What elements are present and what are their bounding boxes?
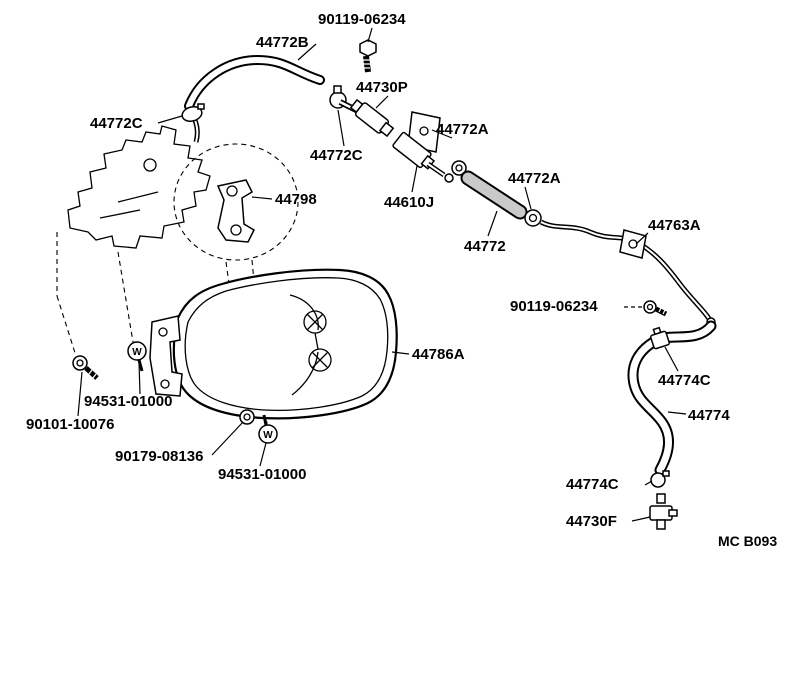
part-label-44730p: 44730P [356, 79, 408, 96]
hose-44772 [460, 170, 528, 220]
hose-44774 [627, 320, 717, 476]
part-label-44730f: 44730F [566, 513, 617, 530]
cover-rib-detail-bottom [308, 348, 332, 372]
part-label-44610j: 44610J [384, 194, 434, 211]
pipe-bracket [619, 229, 647, 259]
bolt-90119-06234-top [359, 39, 377, 73]
hose-44772b [184, 54, 325, 111]
fitting-44730p [349, 98, 395, 138]
part-label-44772b: 44772B [256, 34, 309, 51]
part-label-44774: 44774 [688, 407, 730, 424]
part-label-90119-06234-top: 90119-06234 [318, 11, 406, 28]
part-label-44772: 44772 [464, 238, 506, 255]
part-label-94531-01000-right: 94531-01000 [218, 466, 306, 483]
part-label-90119-06234-right: 90119-06234 [510, 298, 598, 315]
diagram-code: MC B093 [718, 533, 777, 549]
part-label-44763a: 44763A [648, 217, 701, 234]
part-label-90179-08136: 90179-08136 [115, 448, 203, 465]
valve-44730f [649, 493, 678, 530]
clamp-44772a-lower [524, 209, 542, 227]
ring-grommet [451, 160, 467, 176]
part-label-44772a-lower: 44772A [508, 170, 561, 187]
nut-90179-08136 [239, 409, 255, 425]
part-label-44772c-right: 44772C [310, 147, 363, 164]
washer-symbol: W [263, 430, 273, 441]
bolt-90119-06234-right [643, 300, 668, 317]
part-label-94531-01000-left: 94531-01000 [84, 393, 172, 410]
clamp-44772c-left [181, 103, 205, 122]
part-label-44772a-upper: 44772A [436, 121, 489, 138]
part-labels: 90119-06234 44772B 44730P 44772C 44772A … [26, 11, 777, 549]
washer-screw-94531-01000-right: W [258, 414, 278, 444]
detail-circle-44798 [173, 143, 299, 261]
bracket-44798 [216, 179, 255, 243]
valve-44610j [392, 131, 454, 183]
part-label-44774c-upper: 44774C [658, 372, 711, 389]
part-label-44798: 44798 [275, 191, 317, 208]
part-label-44786a: 44786A [412, 346, 465, 363]
part-label-44772c-left: 44772C [90, 115, 143, 132]
washer-symbol: W [132, 347, 142, 358]
clamp-44774c-lower [650, 470, 670, 488]
washer-screw-94531-01000-left: W [127, 341, 147, 372]
pipe-44763a [539, 219, 716, 327]
engine-block-outline [67, 109, 211, 249]
part-label-90101-10076: 90101-10076 [26, 416, 114, 433]
leader-lines [77, 27, 687, 522]
part-label-44774c-lower: 44774C [566, 476, 619, 493]
cover-mount-bracket [149, 315, 183, 397]
protector-44786a [149, 268, 398, 420]
clamp-44774c-upper [649, 326, 671, 350]
bolt-90101-10076 [72, 355, 99, 380]
